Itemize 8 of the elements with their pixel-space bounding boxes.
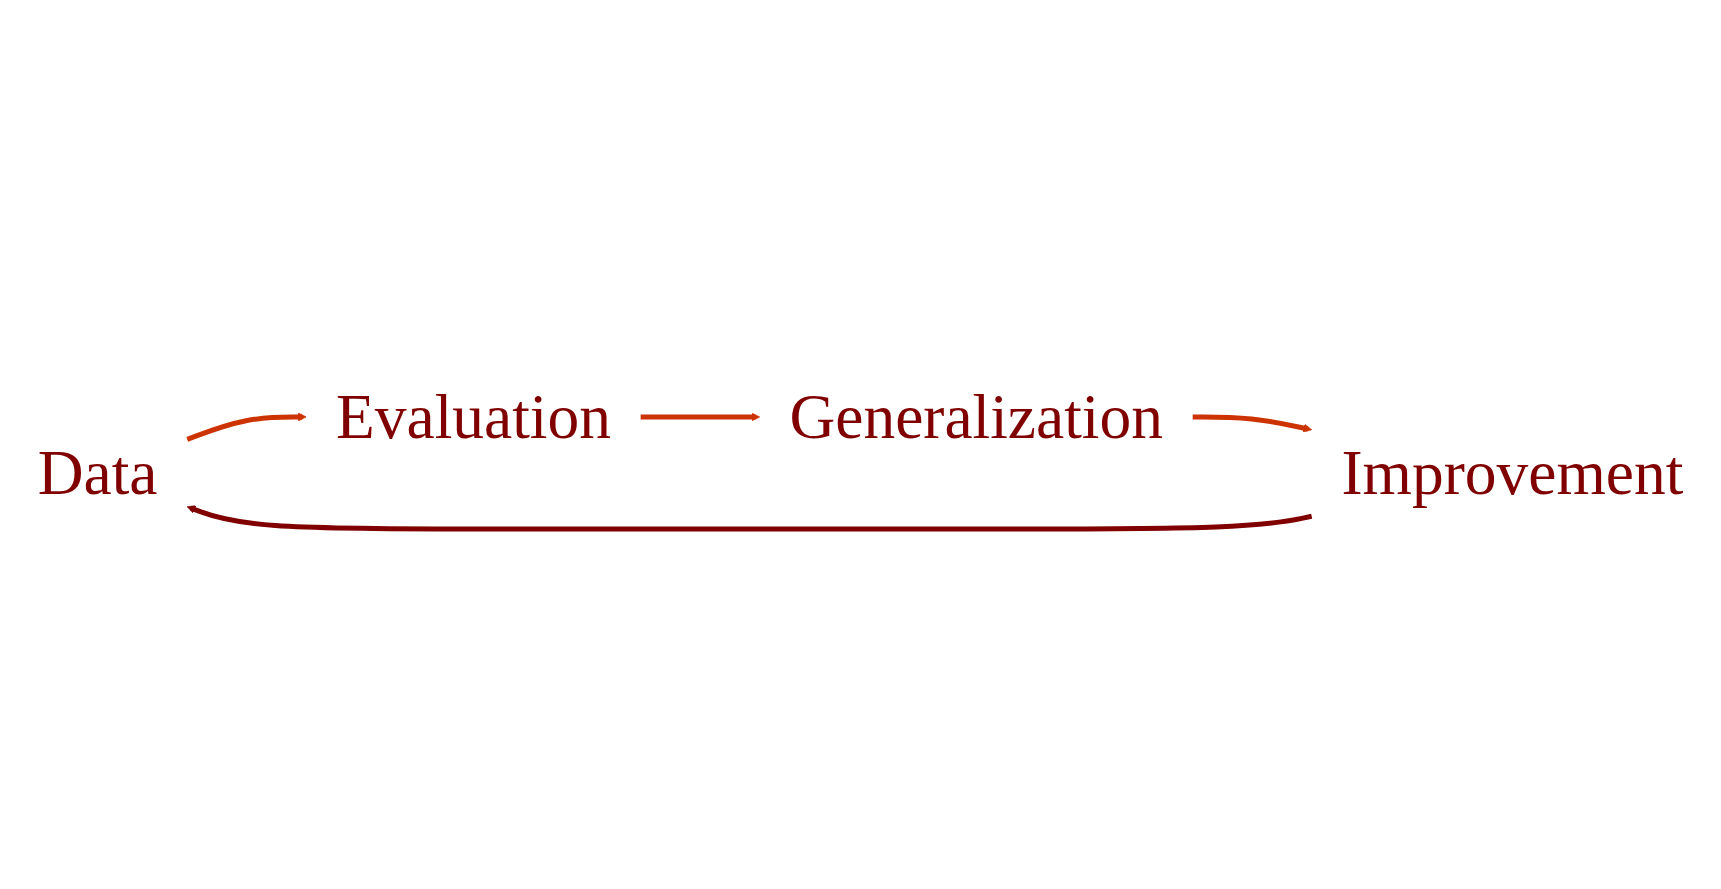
node-text: Generalization	[789, 380, 1163, 452]
node-text: Evaluation	[335, 380, 611, 452]
arrow	[186, 412, 307, 442]
node-text: Improvement	[1341, 436, 1684, 508]
arrow	[186, 504, 1313, 531]
node-text: Data	[37, 436, 158, 508]
arrow	[1192, 414, 1313, 432]
arrow	[640, 412, 761, 421]
